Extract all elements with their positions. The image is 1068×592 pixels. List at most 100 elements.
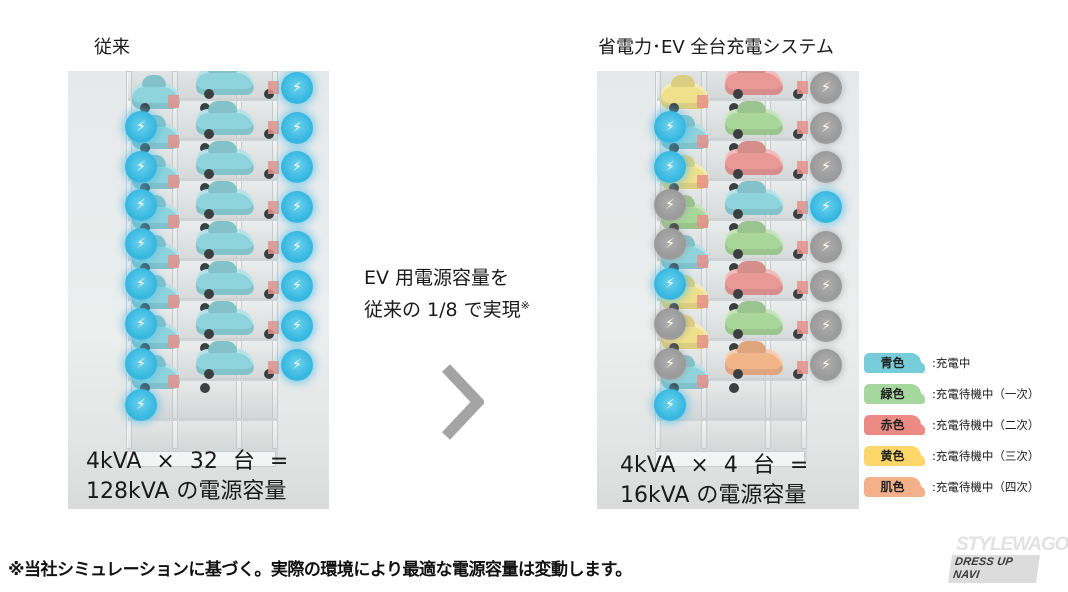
power-box (697, 375, 708, 388)
power-box (797, 241, 808, 254)
legend-label: :充電待機中（一次） (932, 386, 1040, 401)
charger-active-icon: ⚡ (281, 72, 313, 104)
color-legend: 青色 :充電中 緑色 :充電待機中（一次） 赤色 :充電待機中（二次） 黄色 :… (864, 347, 1039, 502)
power-box (168, 135, 179, 148)
power-box (797, 81, 808, 94)
power-box (797, 321, 808, 334)
legend-label: :充電待機中（四次） (932, 479, 1040, 494)
legend-item-standby-1: 緑色 :充電待機中（一次） (864, 378, 1039, 409)
power-box (697, 215, 708, 228)
charger-idle-icon: ⚡ (810, 349, 842, 381)
car-swatch-icon: 肌色 (864, 476, 925, 497)
capacity-result: 128kVA の電源容量 (86, 479, 287, 504)
capacity-formula: 4kVA × 4 台 = (620, 453, 809, 478)
power-box (268, 201, 279, 214)
capacity-caption-conventional: 4kVA × 32 台 = 128kVA の電源容量 (86, 447, 288, 507)
charger-idle-icon: ⚡ (810, 151, 842, 183)
footnote: ※当社シミュレーションに基づく。実際の環境により最適な電源容量は変動します。 (8, 560, 632, 580)
legend-item-charging: 青色 :充電中 (864, 347, 1039, 378)
power-box (797, 161, 808, 174)
power-box (268, 81, 279, 94)
legend-label: :充電待機中（三次） (932, 448, 1040, 463)
power-box (168, 215, 179, 228)
parked-car (196, 229, 254, 259)
power-box (168, 95, 179, 108)
center-message: EV 用電源容量を 従来の 1/8 で実現※ (364, 262, 530, 326)
parked-car (196, 109, 254, 139)
center-message-line1: EV 用電源容量を (364, 267, 510, 289)
charger-active-icon: ⚡ (281, 270, 313, 302)
charger-active-icon: ⚡ (125, 111, 157, 143)
charger-idle-icon: ⚡ (654, 228, 686, 260)
charger-active-icon: ⚡ (281, 231, 313, 263)
power-box (697, 175, 708, 188)
power-box (697, 95, 708, 108)
parking-tower-new-system: ⚡⚡⚡⚡⚡⚡⚡⚡⚡⚡⚡⚡⚡⚡⚡⚡ (597, 71, 859, 509)
charger-active-icon: ⚡ (125, 228, 157, 260)
power-box (168, 295, 179, 308)
charger-idle-icon: ⚡ (654, 189, 686, 221)
charger-active-icon: ⚡ (125, 189, 157, 221)
swatch-label: 黄色 (880, 449, 905, 463)
power-box (797, 281, 808, 294)
parked-car (725, 109, 783, 139)
charger-active-icon: ⚡ (654, 268, 686, 300)
swatch-label: 緑色 (880, 387, 905, 401)
charger-idle-icon: ⚡ (654, 348, 686, 380)
parked-car (725, 71, 783, 99)
parked-car (725, 269, 783, 299)
car-swatch-icon: 赤色 (864, 414, 925, 435)
logo-line1: STYLEWAGON (956, 534, 1068, 555)
power-box (697, 335, 708, 348)
power-box (697, 135, 708, 148)
car-swatch-icon: 緑色 (864, 383, 925, 404)
parked-car (196, 269, 254, 299)
legend-item-standby-2: 赤色 :充電待機中（二次） (864, 409, 1039, 440)
swatch-label: 赤色 (880, 418, 905, 432)
center-message-text: 従来の 1/8 で実現 (364, 299, 521, 321)
power-box (168, 335, 179, 348)
legend-item-standby-3: 黄色 :充電待機中（三次） (864, 440, 1039, 471)
center-message-line2: 従来の 1/8 で実現※ (364, 294, 530, 326)
parked-car (196, 149, 254, 179)
power-box (797, 201, 808, 214)
power-box (268, 241, 279, 254)
logo-line2: DRESS UP NAVI (948, 555, 1040, 583)
charger-active-icon: ⚡ (125, 151, 157, 183)
charger-active-icon: ⚡ (281, 112, 313, 144)
footnote-mark: ※ (520, 299, 530, 312)
legend-label: :充電中 (932, 355, 971, 370)
legend-label: :充電待機中（二次） (932, 417, 1040, 432)
power-box (168, 375, 179, 388)
capacity-result: 16kVA の電源容量 (620, 483, 807, 508)
swatch-label: 肌色 (880, 480, 905, 494)
power-box (168, 255, 179, 268)
power-box (168, 175, 179, 188)
car-swatch-icon: 青色 (864, 352, 925, 373)
charger-active-icon: ⚡ (810, 191, 842, 223)
parked-car (725, 229, 783, 259)
charger-idle-icon: ⚡ (810, 270, 842, 302)
panel-title-conventional: 従来 (94, 37, 130, 58)
power-box (268, 281, 279, 294)
charger-active-icon: ⚡ (281, 151, 313, 183)
power-box (268, 161, 279, 174)
parking-tower-conventional: ⚡⚡⚡⚡⚡⚡⚡⚡⚡⚡⚡⚡⚡⚡⚡⚡ (68, 71, 329, 509)
parked-car (725, 189, 783, 219)
parked-car (196, 309, 254, 339)
swatch-label: 青色 (880, 356, 905, 370)
power-box (268, 321, 279, 334)
charger-idle-icon: ⚡ (810, 112, 842, 144)
power-box (797, 361, 808, 374)
charger-active-icon: ⚡ (125, 268, 157, 300)
charger-idle-icon: ⚡ (810, 310, 842, 342)
charger-active-icon: ⚡ (125, 389, 157, 421)
charger-active-icon: ⚡ (281, 191, 313, 223)
charger-active-icon: ⚡ (125, 348, 157, 380)
parked-car (196, 71, 254, 99)
charger-idle-icon: ⚡ (810, 72, 842, 104)
parked-car (725, 309, 783, 339)
capacity-formula: 4kVA × 32 台 = (86, 449, 289, 474)
charger-active-icon: ⚡ (125, 308, 157, 340)
capacity-caption-new-system: 4kVA × 4 台 = 16kVA の電源容量 (620, 451, 808, 511)
